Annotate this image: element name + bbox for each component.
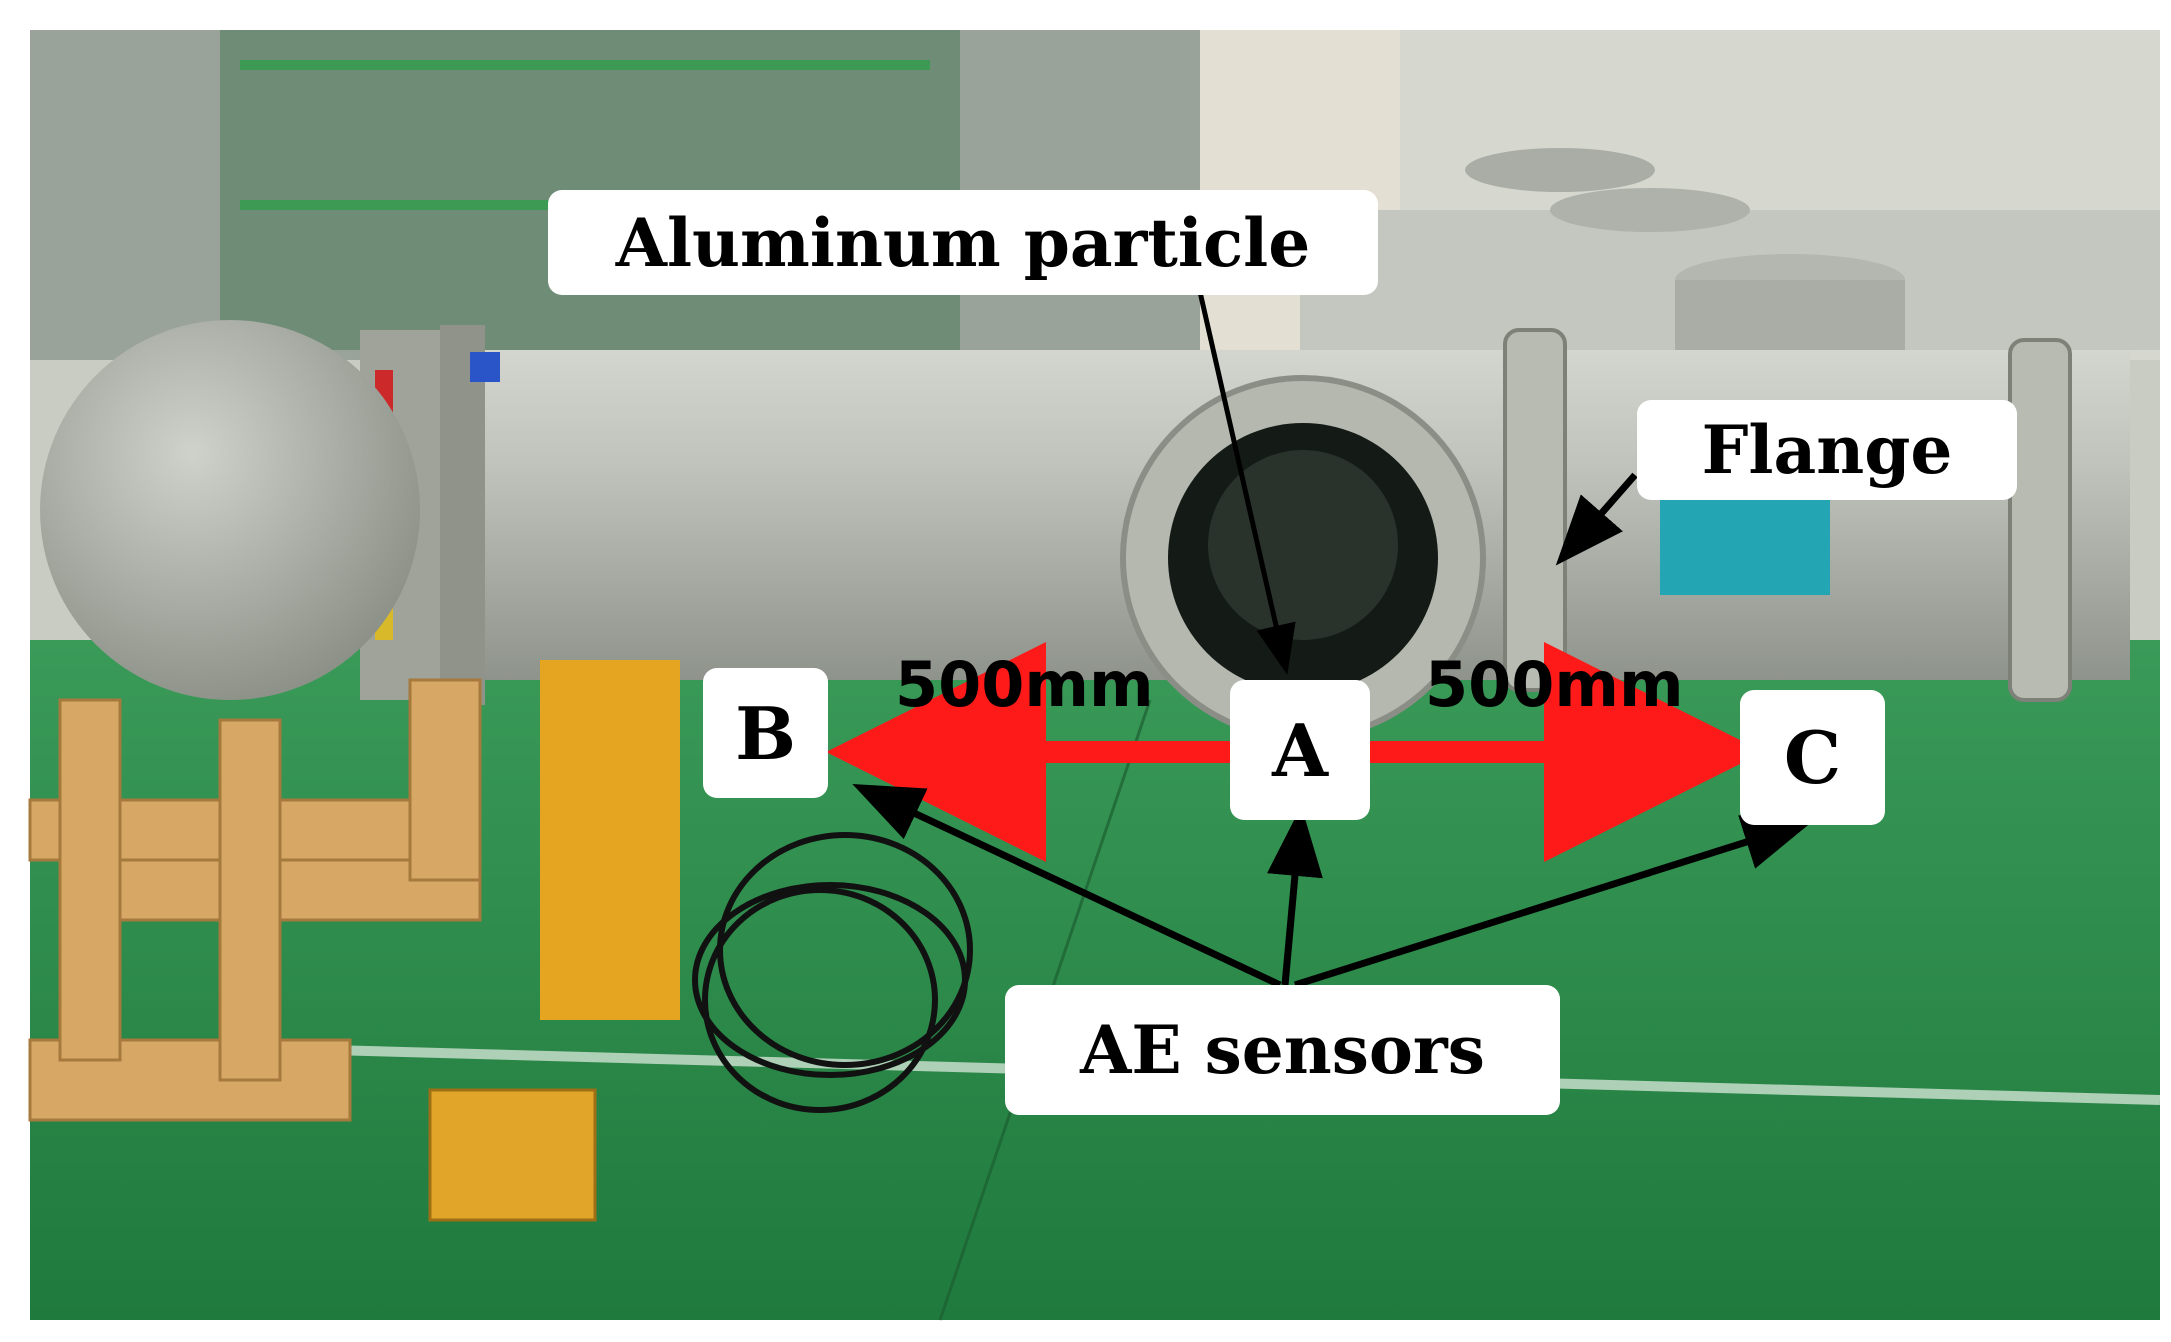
pipe-flange (1503, 328, 1567, 692)
label-flange: Flange (1637, 400, 2017, 500)
sensor-b-label: B (703, 668, 828, 798)
sensor-c-label: C (1740, 690, 1885, 825)
arrow-to-sensor-a (1267, 806, 1323, 986)
arrow-to-sensor-b (852, 784, 1282, 989)
yellow-support (540, 660, 680, 1020)
small-parts-box (428, 1088, 597, 1222)
wooden-pallets (28, 678, 482, 1122)
arrow-to-sensor-c (1293, 815, 1814, 989)
arrow-to-flange (1555, 472, 1638, 566)
label-ae-sensors: AE sensors (1005, 985, 1560, 1115)
label-aluminum-particle: Aluminum particle (548, 190, 1378, 295)
distance-label-left: 500mm (895, 648, 1154, 721)
pipe-end-dome (40, 320, 420, 700)
arrow-to-particle (1192, 269, 1296, 675)
distance-label-right: 500mm (1425, 648, 1684, 721)
sensor-a-label: A (1230, 680, 1370, 820)
